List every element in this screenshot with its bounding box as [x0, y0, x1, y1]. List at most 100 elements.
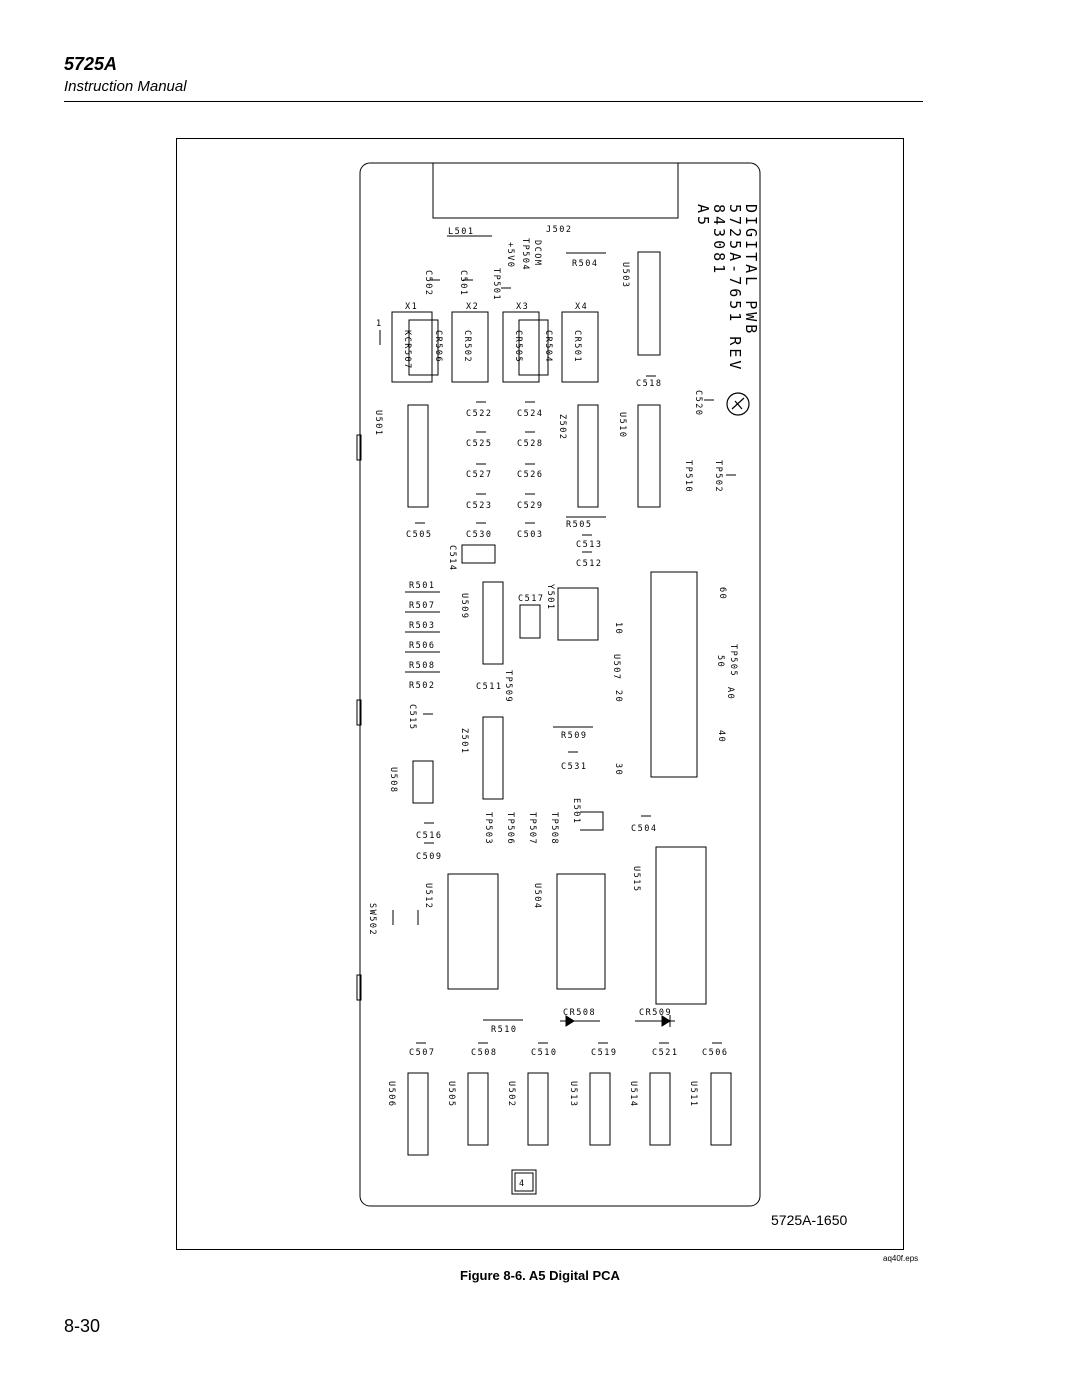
- connector-j502: [432, 162, 679, 219]
- component-label-dcom: DCOM: [532, 240, 542, 266]
- ic-u514: [649, 1072, 671, 1146]
- component-label-kcr507: KCR507: [402, 330, 412, 370]
- ic-u509: [482, 581, 504, 665]
- component-label-cr505: CR505: [513, 330, 523, 363]
- component-label-u503: U503: [620, 262, 630, 288]
- component-label-x4: X4: [575, 302, 588, 312]
- page-number: 8-30: [64, 1316, 101, 1336]
- manufacturer-logo-icon: [726, 392, 750, 416]
- component-label-u515: U515: [631, 866, 641, 892]
- component-label-tp502: TP502: [713, 460, 723, 493]
- component-label-tp510: TP510: [683, 460, 693, 493]
- component-label-c507: C507: [409, 1048, 435, 1058]
- component-label-c531: C531: [561, 762, 587, 772]
- component-label-c509: C509: [416, 852, 442, 862]
- ic-u502: [527, 1072, 549, 1146]
- component-label-a0: A0: [725, 687, 735, 700]
- crystal-y501: [557, 587, 599, 641]
- component-label-c528: C528: [517, 439, 543, 449]
- component-label-z502: Z502: [557, 414, 567, 440]
- ic-u513: [589, 1072, 611, 1146]
- component-label-cr502: CR502: [462, 330, 472, 363]
- component-label-u507: U507: [611, 654, 621, 680]
- component-label-4: 4: [519, 1179, 526, 1189]
- component-label-u509: U509: [459, 593, 469, 619]
- component-label-r509: R509: [561, 731, 587, 741]
- component-label-u511: U511: [688, 1081, 698, 1107]
- component-label-c512: C512: [576, 559, 602, 569]
- ic-u506: [407, 1072, 429, 1156]
- component-label-40: 40: [716, 730, 726, 743]
- ic-u503: [637, 251, 661, 356]
- component-label-u514: U514: [628, 1081, 638, 1107]
- component-label-x2: X2: [466, 302, 479, 312]
- ic-z502: [577, 404, 599, 508]
- board-title-line-2: 5725A-7651 REV: [726, 204, 744, 372]
- component-label-c517: C517: [518, 594, 544, 604]
- manual-model-title: 5725A: [64, 54, 118, 74]
- component-label-x3: X3: [516, 302, 529, 312]
- component-label-c520: C520: [693, 390, 703, 416]
- component-label-c502: C502: [423, 270, 433, 296]
- component-label-c526: C526: [517, 470, 543, 480]
- component-label-u510: U510: [617, 412, 627, 438]
- component-label-c524: C524: [517, 409, 543, 419]
- component-label-c523: C523: [466, 501, 492, 511]
- component-label-u508: U508: [388, 767, 398, 793]
- component-label-c501: C501: [458, 270, 468, 296]
- figure-number: 5725A-1650: [771, 1212, 848, 1228]
- pad-4-inner: [514, 1172, 534, 1192]
- component-label-u506: U506: [386, 1081, 396, 1107]
- component-label-j502: J502: [546, 225, 572, 235]
- component-label-r502: R502: [409, 681, 435, 691]
- component-label-y501: Y501: [545, 584, 555, 610]
- component-label-30: 30: [613, 763, 623, 776]
- component-label-cr501: CR501: [572, 330, 582, 363]
- cap-c517: [519, 604, 541, 639]
- component-label-tp509: TP509: [503, 670, 513, 703]
- cap-c514: [461, 544, 496, 564]
- component-label-u505: U505: [446, 1081, 456, 1107]
- figure-frame: [176, 138, 904, 1250]
- component-label-c506: C506: [702, 1048, 728, 1058]
- header-rule: [64, 101, 923, 102]
- ic-u515: [655, 846, 707, 1005]
- component-label-c530: C530: [466, 530, 492, 540]
- ic-u505: [467, 1072, 489, 1146]
- ic-u501: [407, 404, 429, 508]
- component-label-tp505: TP505: [728, 644, 738, 677]
- component-label-c515: C515: [407, 704, 417, 730]
- ic-u508: [412, 760, 434, 804]
- board-title-line-1: DIGITAL PWB: [742, 204, 760, 336]
- component-label-e501: E501: [571, 798, 581, 824]
- component-label-c514: C514: [447, 545, 457, 571]
- component-label-u502: U502: [506, 1081, 516, 1107]
- component-label-r505: R505: [566, 520, 592, 530]
- component-label-tp503: TP503: [483, 812, 493, 845]
- component-label-r504: R504: [572, 259, 598, 269]
- component-label-c522: C522: [466, 409, 492, 419]
- ic-z501: [482, 716, 504, 800]
- component-label-u513: U513: [568, 1081, 578, 1107]
- component-label-u501: U501: [373, 410, 383, 436]
- component-label-10: 10: [613, 622, 623, 635]
- ic-u504: [556, 873, 606, 990]
- component-label-cr506: CR506: [433, 330, 443, 363]
- component-label-c518: C518: [636, 379, 662, 389]
- pad-4-outer: [511, 1169, 537, 1195]
- component-label-r510: R510: [491, 1025, 517, 1035]
- component-label-r508: R508: [409, 661, 435, 671]
- component-label-c525: C525: [466, 439, 492, 449]
- figure-caption: Figure 8-6. A5 Digital PCA: [460, 1268, 620, 1283]
- component-label-r503: R503: [409, 621, 435, 631]
- component-label-tp506: TP506: [505, 812, 515, 845]
- component-label-20: 20: [613, 690, 623, 703]
- component-label-c510: C510: [531, 1048, 557, 1058]
- component-label-c504: C504: [631, 824, 657, 834]
- component-label-r501: R501: [409, 581, 435, 591]
- component-label-50: 50: [715, 655, 725, 668]
- component-label-tp501: TP501: [491, 268, 501, 301]
- component-label-c503: C503: [517, 530, 543, 540]
- board-title-line-4: A5: [694, 204, 712, 228]
